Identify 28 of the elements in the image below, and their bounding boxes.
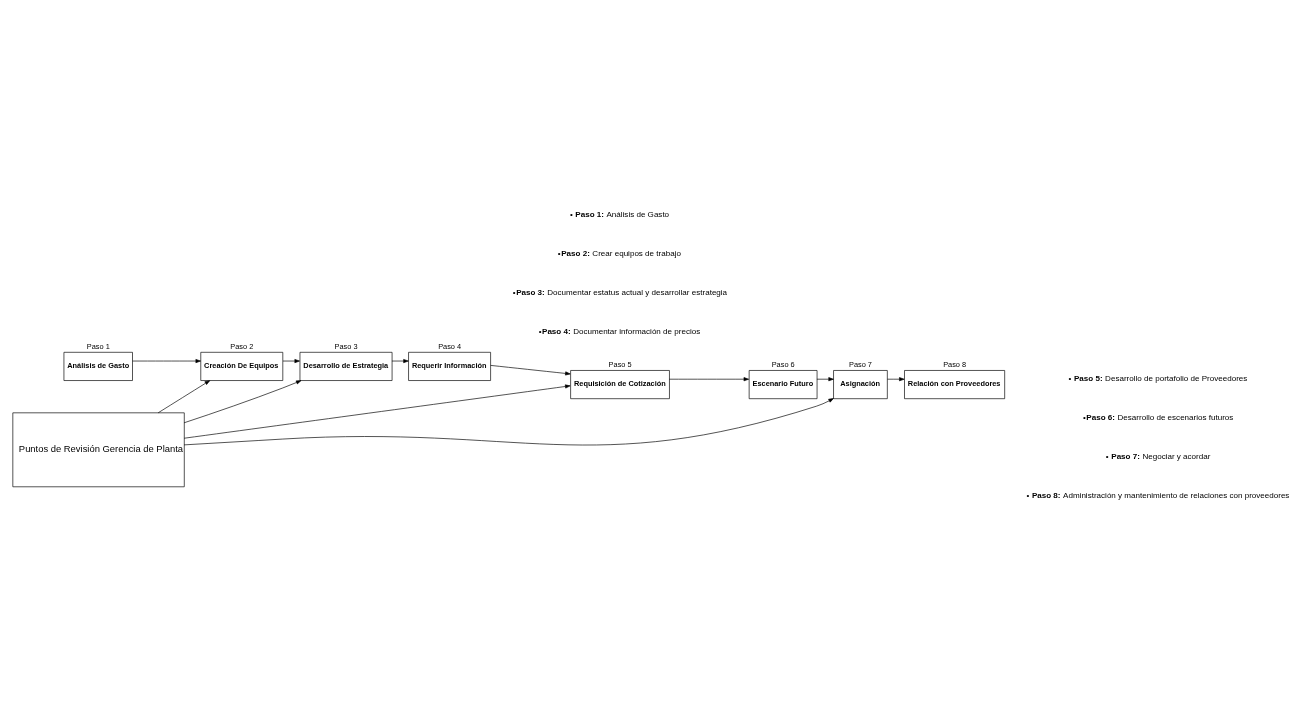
node-label: Paso 7: [849, 359, 872, 369]
arrow: [391, 358, 409, 363]
arrow: [669, 376, 749, 381]
node-box: Creación De Equipos: [200, 351, 284, 381]
arrow: [183, 397, 834, 445]
node-box: Escenario Futuro: [748, 369, 818, 399]
arrow: [183, 379, 302, 423]
node-label: Paso 4: [438, 341, 462, 351]
node-label: Paso 2: [230, 341, 254, 351]
node-box: Desarrollo de Estrategia: [299, 351, 393, 381]
node-label: Paso 3: [334, 341, 358, 351]
arrow: [132, 358, 201, 363]
arrow: [183, 384, 571, 439]
arrow: [282, 358, 300, 363]
node-label: Paso 5: [608, 359, 632, 369]
node-label: Paso 1: [86, 341, 110, 351]
node-box: Relación con Proveedores: [904, 369, 1005, 399]
node-box: Requisición de Cotización: [570, 369, 670, 399]
arrow: [887, 376, 905, 381]
node-box: Asignación: [833, 369, 888, 399]
node-box: Requerir Información: [408, 351, 491, 381]
arrow: [490, 364, 571, 375]
node-box: Puntos de Revisión Gerencia de Planta: [12, 412, 185, 487]
node-box: Análisis de Gasto: [63, 351, 133, 381]
node-label: Paso 6: [771, 359, 795, 369]
arrow: [816, 376, 834, 381]
arrow: [157, 379, 211, 413]
node-label: Paso 8: [943, 359, 967, 369]
